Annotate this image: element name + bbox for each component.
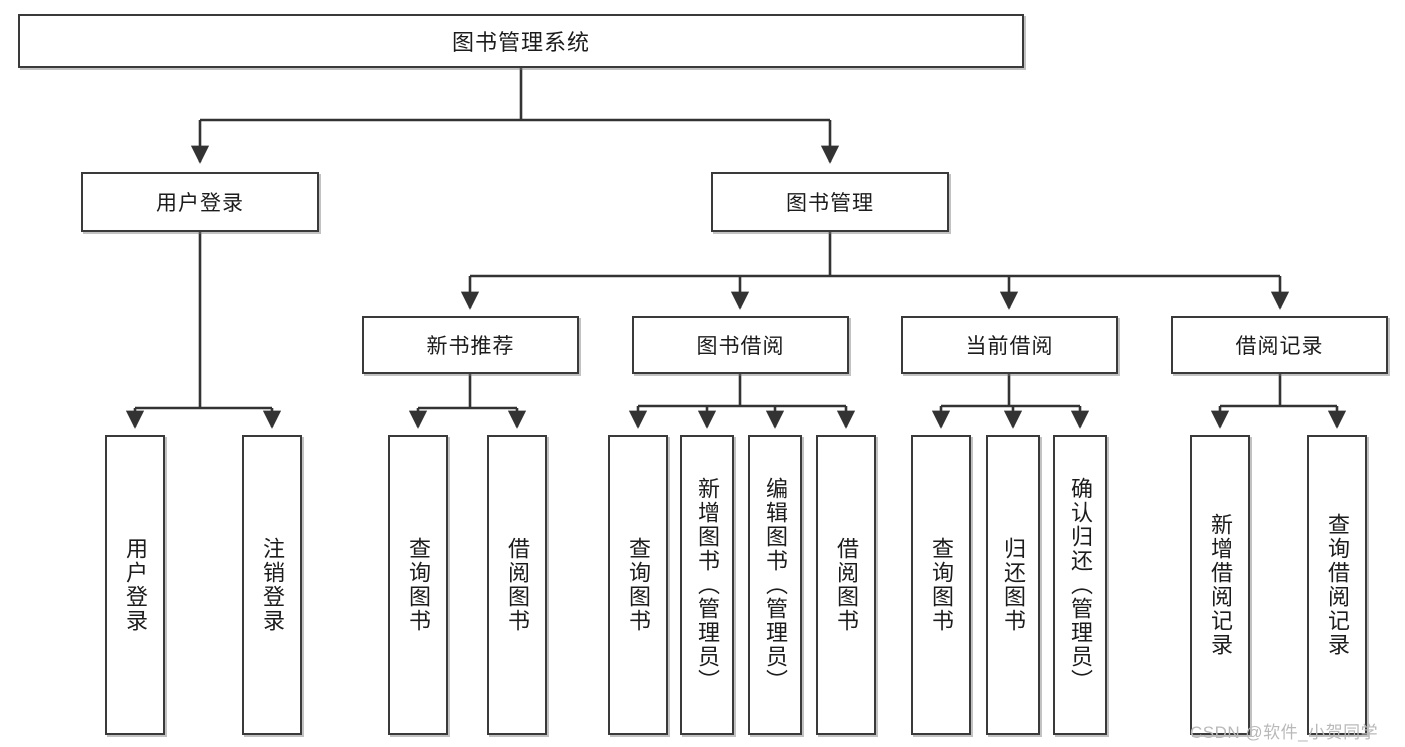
node-label: 借阅记录 bbox=[1235, 335, 1324, 358]
node-label: 新书推荐 bbox=[426, 335, 515, 358]
node-leaf-confirm-return-admin[interactable]: 确认归还（管理员） bbox=[1053, 435, 1107, 735]
node-label: 借阅图书 bbox=[504, 537, 530, 633]
node-root-system[interactable]: 图书管理系统 bbox=[18, 14, 1024, 68]
node-label: 归还图书 bbox=[1000, 537, 1026, 633]
node-leaf-borrow-book-rec[interactable]: 借阅图书 bbox=[487, 435, 547, 735]
node-label: 用户登录 bbox=[156, 192, 244, 215]
node-user-login[interactable]: 用户登录 bbox=[81, 172, 319, 232]
node-book-borrow[interactable]: 图书借阅 bbox=[632, 316, 849, 374]
node-label: 新增图书（管理员） bbox=[694, 477, 720, 693]
node-leaf-query-book-borrow[interactable]: 查询图书 bbox=[608, 435, 668, 735]
node-leaf-return-book[interactable]: 归还图书 bbox=[986, 435, 1040, 735]
node-leaf-query-book-rec[interactable]: 查询图书 bbox=[388, 435, 448, 735]
csdn-watermark: CSDN @软件_小贺同学 bbox=[1190, 723, 1379, 742]
node-label: 用户登录 bbox=[122, 537, 148, 633]
node-leaf-logout[interactable]: 注销登录 bbox=[242, 435, 302, 735]
node-label: 借阅图书 bbox=[833, 537, 859, 633]
node-label: 注销登录 bbox=[259, 537, 285, 633]
node-new-book-recommendation[interactable]: 新书推荐 bbox=[362, 316, 579, 374]
node-label: 当前借阅 bbox=[965, 335, 1054, 358]
node-label: 新增借阅记录 bbox=[1207, 513, 1233, 657]
node-label: 查询图书 bbox=[928, 537, 954, 633]
node-leaf-user-login[interactable]: 用户登录 bbox=[105, 435, 165, 735]
node-label: 查询借阅记录 bbox=[1324, 513, 1350, 657]
node-leaf-add-borrow-record[interactable]: 新增借阅记录 bbox=[1190, 435, 1250, 735]
node-leaf-query-borrow-record[interactable]: 查询借阅记录 bbox=[1307, 435, 1367, 735]
node-label: 查询图书 bbox=[625, 537, 651, 633]
node-label: 图书管理 bbox=[786, 192, 874, 215]
node-label: 图书管理系统 bbox=[451, 30, 590, 55]
node-book-manage[interactable]: 图书管理 bbox=[711, 172, 949, 232]
node-leaf-add-book-admin[interactable]: 新增图书（管理员） bbox=[680, 435, 734, 735]
node-leaf-query-book-current[interactable]: 查询图书 bbox=[911, 435, 971, 735]
node-leaf-edit-book-admin[interactable]: 编辑图书（管理员） bbox=[748, 435, 802, 735]
node-leaf-borrow-book[interactable]: 借阅图书 bbox=[816, 435, 876, 735]
node-borrow-record[interactable]: 借阅记录 bbox=[1171, 316, 1388, 374]
node-label: 编辑图书（管理员） bbox=[762, 477, 788, 693]
node-label: 确认归还（管理员） bbox=[1067, 477, 1093, 693]
node-label: 图书借阅 bbox=[696, 335, 785, 358]
node-current-borrow[interactable]: 当前借阅 bbox=[901, 316, 1118, 374]
node-label: 查询图书 bbox=[405, 537, 431, 633]
